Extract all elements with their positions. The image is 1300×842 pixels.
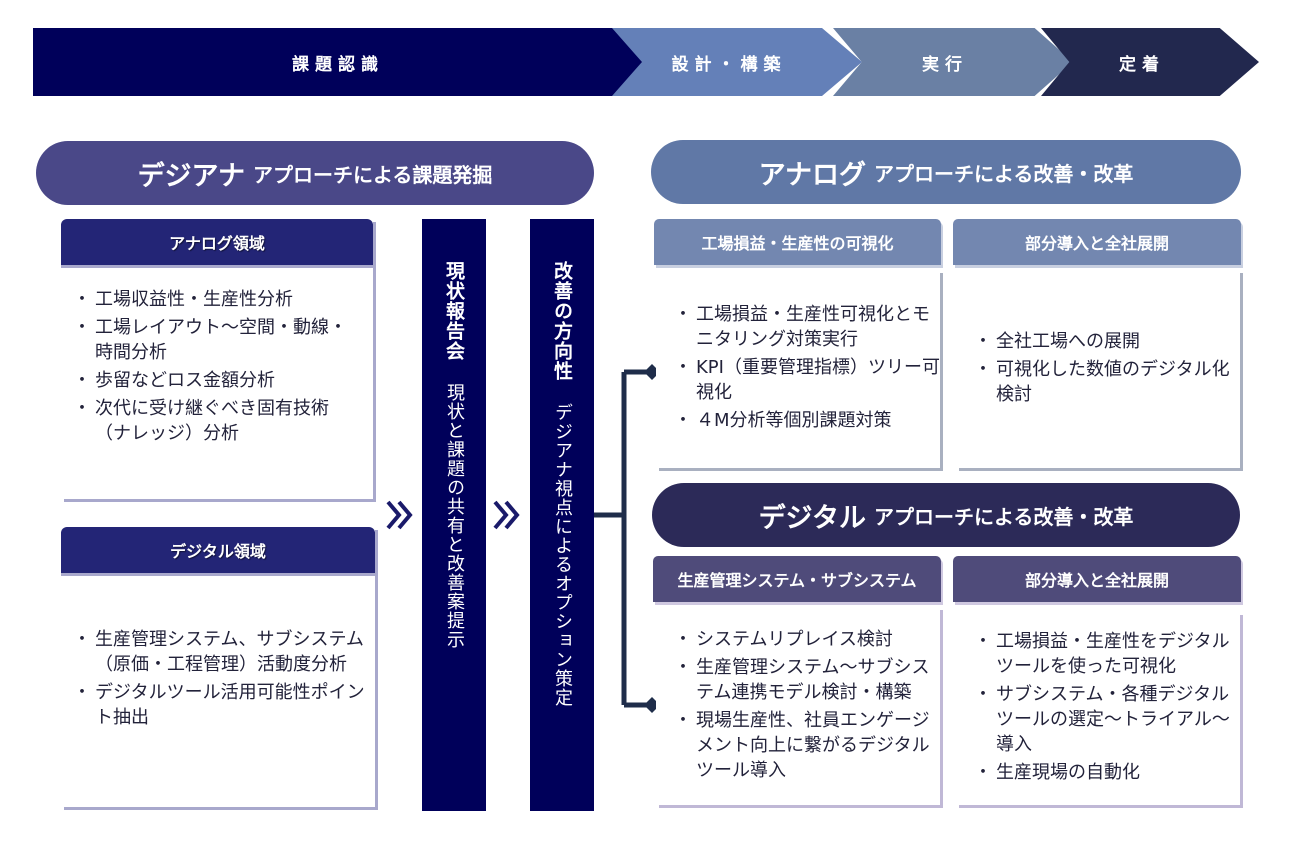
column-text: デジアナ視点によるオプション策定 — [552, 403, 573, 707]
analog-domain-card: アナログ領域 工場収益性・生産性分析 工場レイアウト〜空間・動線・時間分析 歩留… — [61, 219, 373, 499]
list-item: 工場レイアウト〜空間・動線・時間分析 — [73, 315, 363, 365]
list-item: KPI（重要管理指標）ツリー可視化 — [674, 355, 940, 405]
list-item: 生産管理システム〜サブシステム連携モデル検討・構築 — [674, 655, 940, 705]
phase-step-recognition: 課題認識 — [33, 28, 643, 96]
connector-line — [594, 369, 652, 708]
list-item: 全社工場への展開 — [974, 329, 1240, 354]
header-emphasis: デジアナ — [137, 160, 246, 192]
phase-step-establishment: 定着 — [1041, 28, 1259, 96]
list-item: 現場生産性、社員エンゲージメント向上に繋がるデジタルツール導入 — [674, 708, 940, 783]
header-text: アプローチによる課題発掘 — [253, 162, 493, 187]
list-item: デジタルツール活用可能性ポイント抽出 — [73, 680, 365, 730]
column-title: 現状報告会 — [443, 261, 465, 361]
header-text: アプローチによる改善・改革 — [874, 504, 1134, 529]
phase-step-execution: 実行 — [833, 28, 1073, 96]
list-item: 工場損益・生産性可視化とモニタリング対策実行 — [674, 302, 940, 352]
improvement-direction-column: 改善の方向性デジアナ視点によるオプション策定 — [530, 219, 594, 811]
column-title: 改善の方向性 — [551, 261, 573, 381]
list-item: 生産現場の自動化 — [974, 760, 1240, 785]
digiana-approach-header: デジアナ アプローチによる課題発掘 — [36, 141, 594, 205]
analog-visualization-card: 工場損益・生産性可視化とモニタリング対策実行 KPI（重要管理指標）ツリー可視化… — [656, 270, 940, 468]
list-item: 工場収益性・生産性分析 — [73, 287, 363, 312]
digital-domain-card: デジタル領域 生産管理システム、サブシステム（原価・工程管理）活動度分析 デジタ… — [61, 527, 375, 807]
list-item: 生産管理システム、サブシステム（原価・工程管理）活動度分析 — [73, 627, 365, 677]
double-chevron-right-icon — [385, 498, 419, 532]
list-item: 工場損益・生産性をデジタルツールを使った可視化 — [974, 629, 1240, 679]
analog-column-title: 部分導入と全社展開 — [953, 219, 1241, 265]
digital-column-title: 部分導入と全社展開 — [953, 556, 1241, 602]
header-text: アプローチによる改善・改革 — [874, 161, 1134, 186]
list-item: 次代に受け継ぐべき固有技術（ナレッジ）分析 — [73, 396, 363, 446]
double-chevron-right-icon — [492, 498, 526, 532]
list-item: ４M分析等個別課題対策 — [674, 408, 940, 433]
column-text: 現状と課題の共有と改善案提示 — [444, 383, 465, 649]
list-item: 歩留などロス金額分析 — [73, 368, 363, 393]
card-title: アナログ領域 — [61, 219, 373, 265]
analog-domain-list: 工場収益性・生産性分析 工場レイアウト〜空間・動線・時間分析 歩留などロス金額分… — [73, 287, 363, 449]
card-title: デジタル領域 — [61, 527, 375, 573]
digital-system-card: システムリプレイス検討 生産管理システム〜サブシステム連携モデル検討・構築 現場… — [656, 607, 940, 805]
digital-column-title: 生産管理システム・サブシステム — [653, 556, 941, 602]
digital-approach-header: デジタル アプローチによる改善・改革 — [652, 483, 1240, 547]
analog-approach-header: アナログ アプローチによる改善・改革 — [651, 140, 1241, 204]
status-report-column: 現状報告会現状と課題の共有と改善案提示 — [422, 219, 486, 811]
digital-domain-list: 生産管理システム、サブシステム（原価・工程管理）活動度分析 デジタルツール活用可… — [73, 627, 365, 733]
analog-column-title: 工場損益・生産性の可視化 — [654, 219, 941, 265]
list-item: システムリプレイス検討 — [674, 627, 940, 652]
list-item: サブシステム・各種デジタルツールの選定〜トライアル〜導入 — [974, 682, 1240, 757]
list-item: 可視化した数値のデジタル化検討 — [974, 357, 1240, 407]
analog-rollout-card: 全社工場への展開 可視化した数値のデジタル化検討 — [956, 270, 1240, 468]
digital-rollout-card: 工場損益・生産性をデジタルツールを使った可視化 サブシステム・各種デジタルツール… — [956, 612, 1240, 805]
header-emphasis: アナログ — [758, 159, 867, 191]
header-emphasis: デジタル — [758, 502, 867, 534]
phase-step-design: 設計・構築 — [612, 28, 862, 96]
